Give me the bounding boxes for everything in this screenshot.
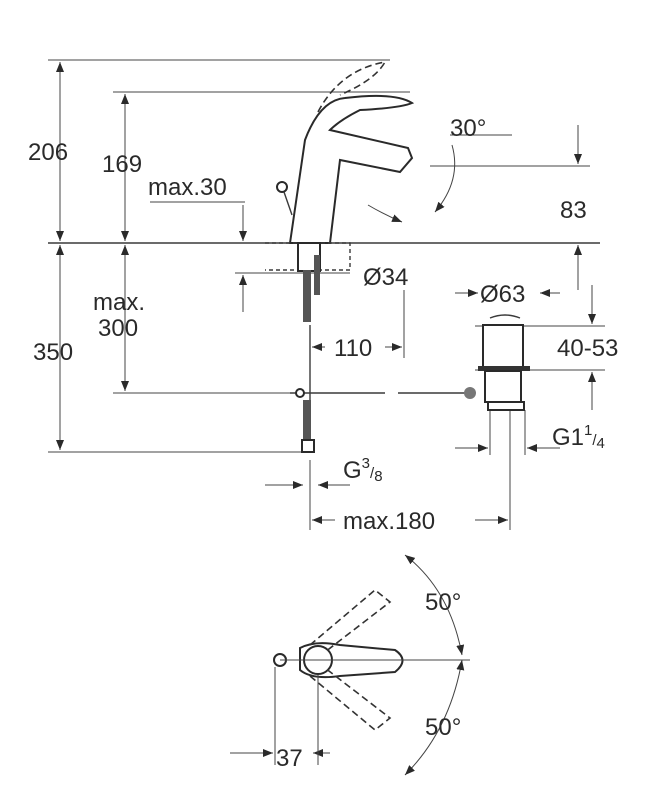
label-spout-reach: 110 (334, 335, 372, 362)
label-waste-range: 40-53 (557, 335, 618, 362)
faucet-side-view (265, 60, 470, 453)
pop-up-waste (464, 314, 530, 411)
label-lever-angle-top: 50° (425, 589, 461, 616)
label-total-height: 206 (28, 139, 68, 166)
label-lever-offset: 37 (276, 745, 303, 772)
dimension-lines (56, 62, 596, 776)
lever-top-view (273, 588, 470, 765)
label-lever-angle-bottom: 50° (425, 714, 461, 741)
label-max-length-line1: max. (93, 289, 145, 316)
label-spout-height: 169 (102, 151, 142, 178)
label-max-length-line2: 300 (98, 315, 138, 342)
label-waste-diameter: Ø63 (480, 281, 525, 308)
label-max-rod: max.180 (343, 508, 435, 535)
dimension-labels: 206 169 max.30 30° 83 Ø34 Ø63 max. 300 3… (28, 115, 618, 772)
label-supply-thread: G3/8 (343, 455, 383, 485)
label-hose-length: 350 (33, 339, 73, 366)
label-spout-angle: 30° (450, 115, 486, 142)
label-spout-clearance: 83 (560, 197, 587, 224)
label-waste-thread: G11/4 (552, 422, 605, 452)
label-hole-diameter: Ø34 (363, 264, 408, 291)
label-max-deck: max.30 (148, 174, 227, 201)
